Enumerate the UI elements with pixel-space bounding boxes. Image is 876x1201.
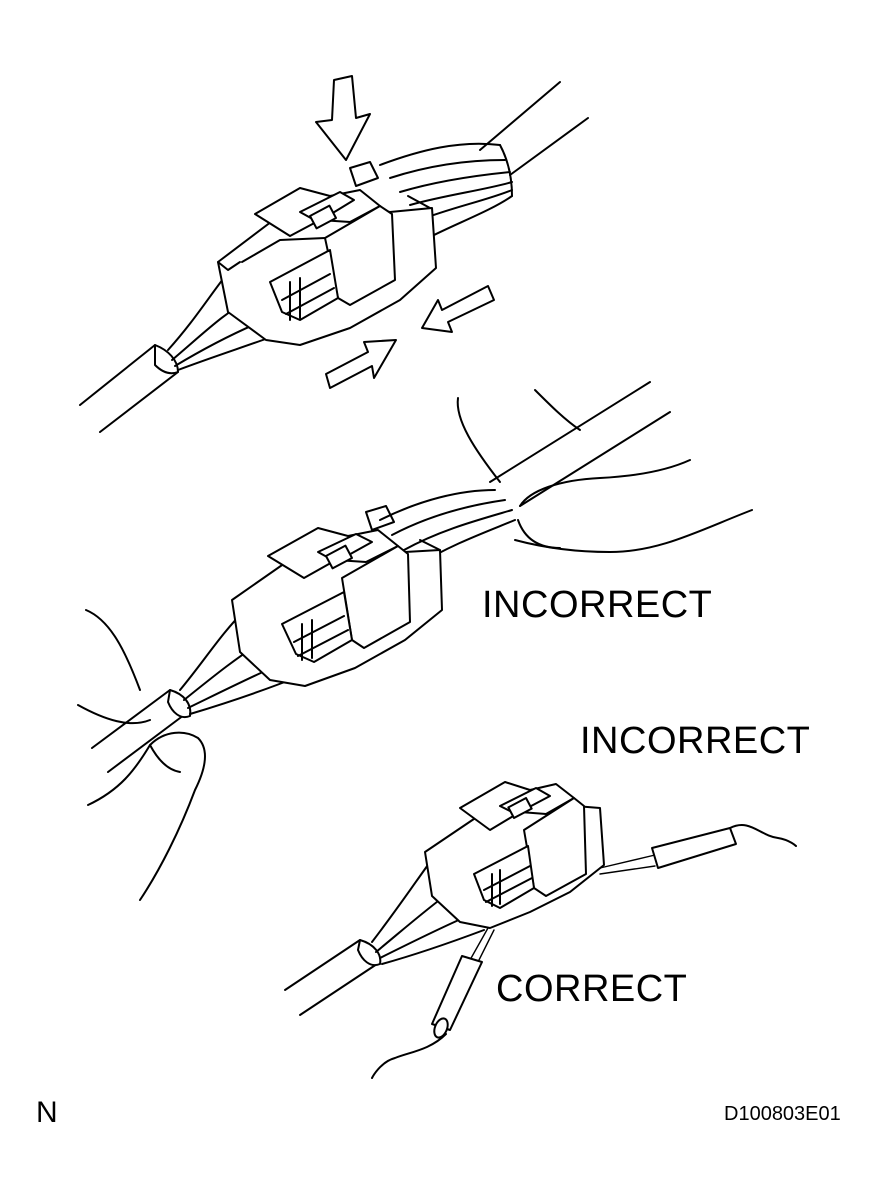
orientation-mark: N	[36, 1096, 58, 1129]
probe-upper	[651, 827, 737, 869]
label-correct: CORRECT	[496, 968, 688, 1010]
label-incorrect-upper: INCORRECT	[482, 584, 713, 626]
slide-arrow-left	[421, 285, 495, 333]
slide-arrow-right	[325, 339, 397, 389]
bottom-connector-assembly	[284, 781, 797, 1079]
top-connector-assembly	[79, 75, 589, 433]
right-hand-outline	[456, 397, 501, 483]
middle-connector-assembly	[77, 381, 753, 901]
figure-code: D100803E01	[724, 1103, 841, 1125]
probe-lower	[431, 955, 483, 1031]
left-hand-outline	[77, 704, 151, 725]
label-incorrect-lower: INCORRECT	[580, 720, 811, 762]
push-arrow-down	[315, 75, 371, 161]
